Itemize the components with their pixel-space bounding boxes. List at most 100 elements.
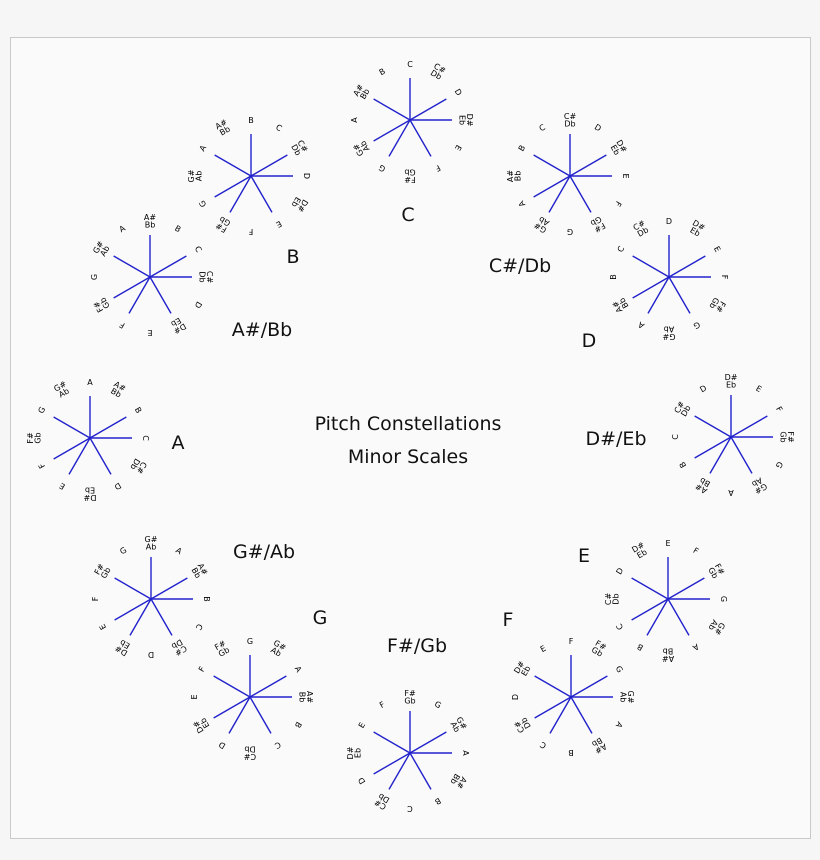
note-label-B: B — [678, 460, 689, 469]
note-label-C: C — [141, 435, 150, 441]
note-label-Gs-Ab: G#Ab — [187, 169, 204, 182]
note-label-D: D — [666, 217, 672, 226]
note-label-A: A — [461, 750, 470, 756]
note-label-A: A — [87, 378, 93, 387]
scale-name-label: E — [578, 545, 590, 567]
note-label-Cs-Db: C#Db — [512, 715, 533, 734]
scale-spoke — [249, 696, 272, 734]
note-label-As-Bb: A#Bb — [189, 562, 210, 581]
note-label-A: A — [728, 488, 734, 497]
note-label-G: G — [118, 545, 128, 556]
note-label-C: C — [614, 622, 625, 632]
note-label-Gs-Ab: G#Ab — [351, 138, 372, 158]
note-label-F: F — [248, 227, 253, 236]
note-label-E: E — [621, 173, 630, 178]
scale-spoke — [249, 675, 287, 698]
note-label-Cs-Db: C#Db — [428, 61, 447, 82]
note-label-F: F — [569, 637, 574, 646]
note-label-A: A — [614, 720, 625, 730]
note-label-Cs-Db: C#Db — [672, 399, 693, 418]
scale-spoke — [409, 98, 447, 121]
note-label-G: G — [36, 405, 47, 415]
scale-spoke — [409, 731, 447, 754]
note-label-C: C — [274, 123, 284, 134]
note-label-B: B — [173, 224, 182, 235]
scale-spoke — [570, 696, 593, 734]
note-label-Ds-Eb: D#Eb — [191, 715, 212, 735]
note-label-F: F — [37, 461, 47, 470]
note-label-F: F — [91, 596, 100, 601]
scale-spoke — [534, 675, 572, 698]
note-label-Cs-Db: C#Db — [604, 593, 621, 606]
note-label-Fs-Gb: F#Gb — [214, 214, 232, 234]
note-label-Cs-Db: C#Db — [372, 791, 391, 812]
note-label-B: B — [378, 67, 387, 78]
note-label-E: E — [539, 644, 548, 654]
note-label-Fs-Gb: F#Gb — [779, 431, 796, 443]
note-label-F: F — [433, 163, 442, 173]
note-label-A: A — [691, 642, 701, 653]
scale-spoke — [694, 415, 732, 438]
scale-spoke — [114, 598, 152, 621]
note-label-B: B — [133, 406, 144, 415]
scale-name-label: G#/Ab — [233, 541, 295, 563]
note-label-E: E — [274, 219, 283, 229]
scale-name-label: C#/Db — [489, 255, 551, 277]
scale-spoke — [129, 598, 152, 636]
note-label-E: E — [357, 721, 367, 730]
note-label-G: G — [692, 320, 702, 331]
note-label-D: D — [113, 481, 123, 492]
scale-spoke — [53, 437, 91, 460]
note-label-Gs-Ab: G#Ab — [706, 617, 727, 637]
scale-spoke — [570, 675, 608, 698]
note-label-Cs-Db: C#Db — [289, 139, 310, 158]
scale-spoke — [667, 577, 705, 600]
note-label-E: E — [453, 143, 463, 152]
scale-spoke — [213, 675, 251, 698]
note-label-A: A — [350, 117, 359, 123]
note-label-Gs-Ab: G#Ab — [749, 475, 769, 496]
scale-spoke — [150, 598, 173, 636]
scale-spoke — [214, 175, 252, 198]
note-label-E: E — [98, 622, 108, 631]
note-label-Gs-Ab: G#Ab — [662, 325, 675, 342]
note-label-Gs-Ab: G#Ab — [52, 379, 72, 400]
scale-spoke — [113, 255, 151, 278]
scale-spoke — [68, 437, 91, 475]
figure-title: Pitch Constellations Minor Scales — [315, 408, 502, 475]
note-label-F: F — [613, 200, 623, 209]
note-label-D: D — [511, 694, 520, 700]
note-label-E: E — [190, 694, 199, 699]
note-label-B: B — [202, 596, 211, 602]
scale-spoke — [229, 175, 252, 213]
scale-spoke — [667, 598, 690, 636]
scale-name-label: C — [401, 204, 414, 226]
scale-spoke — [631, 598, 669, 621]
note-label-D: D — [593, 122, 603, 133]
note-label-Ds-Eb: D#Eb — [113, 637, 133, 658]
note-label-A: A — [118, 223, 128, 234]
scale-spoke — [668, 276, 691, 314]
note-label-C: C — [538, 122, 548, 133]
note-label-F: F — [118, 320, 127, 330]
note-label-E: E — [58, 481, 67, 491]
scale-spoke — [149, 255, 187, 278]
note-label-Cs-Db: C#Db — [632, 218, 651, 239]
scale-spoke — [533, 154, 571, 177]
note-label-As-Bb: A#Bb — [693, 475, 712, 496]
note-label-B: B — [636, 642, 645, 653]
scale-spoke — [709, 436, 732, 474]
note-label-A: A — [293, 665, 304, 675]
scale-spoke — [250, 175, 273, 213]
note-label-Ds-Eb: D#Eb — [512, 659, 533, 679]
note-label-As-Bb: A#Bb — [448, 771, 469, 790]
note-label-G: G — [567, 227, 573, 236]
